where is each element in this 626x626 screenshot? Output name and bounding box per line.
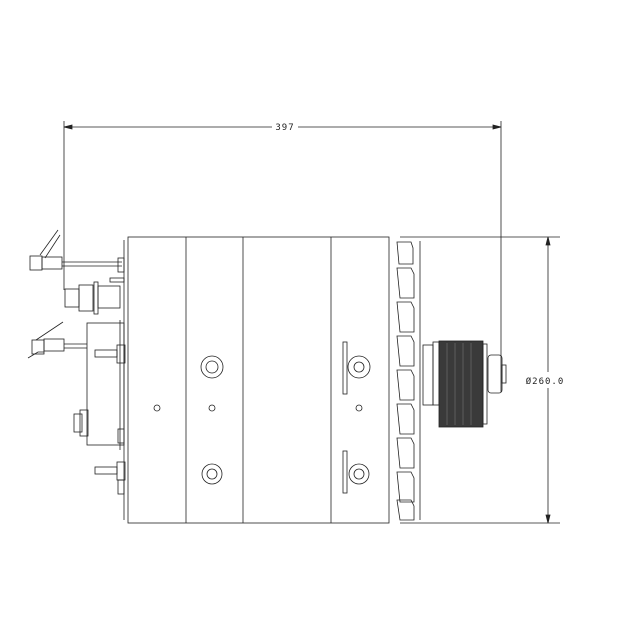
diameter-label: Ø260.0 [526,376,565,387]
arrowhead [545,236,551,246]
terminal-stud [94,428,126,495]
arrowhead [545,514,551,524]
mounting-hole [342,450,370,494]
mounting-hole [201,463,223,485]
regulator-box [86,320,125,450]
bolt-dot [355,404,363,412]
length-dimension: 397 [63,121,502,392]
terminal-nut [73,409,89,437]
bolt-dot [208,404,216,412]
alternator-body [123,236,390,524]
mounting-hole [200,355,224,379]
connector [27,321,87,359]
connector [29,229,125,273]
pulley-grooves [438,340,484,428]
rear-components [27,229,126,495]
arrowhead [63,124,73,130]
pulley [422,340,507,428]
mounting-hole [342,341,371,395]
cooling-fan [396,241,421,521]
terminal-stud [94,344,126,364]
bolt-dot [153,404,161,412]
arrowhead [492,124,502,130]
housing [127,236,390,524]
pulley-nut [487,354,503,394]
length-label: 397 [275,123,294,133]
diameter-dimension: Ø260.0 [400,236,570,524]
terminal-stud [64,277,125,315]
